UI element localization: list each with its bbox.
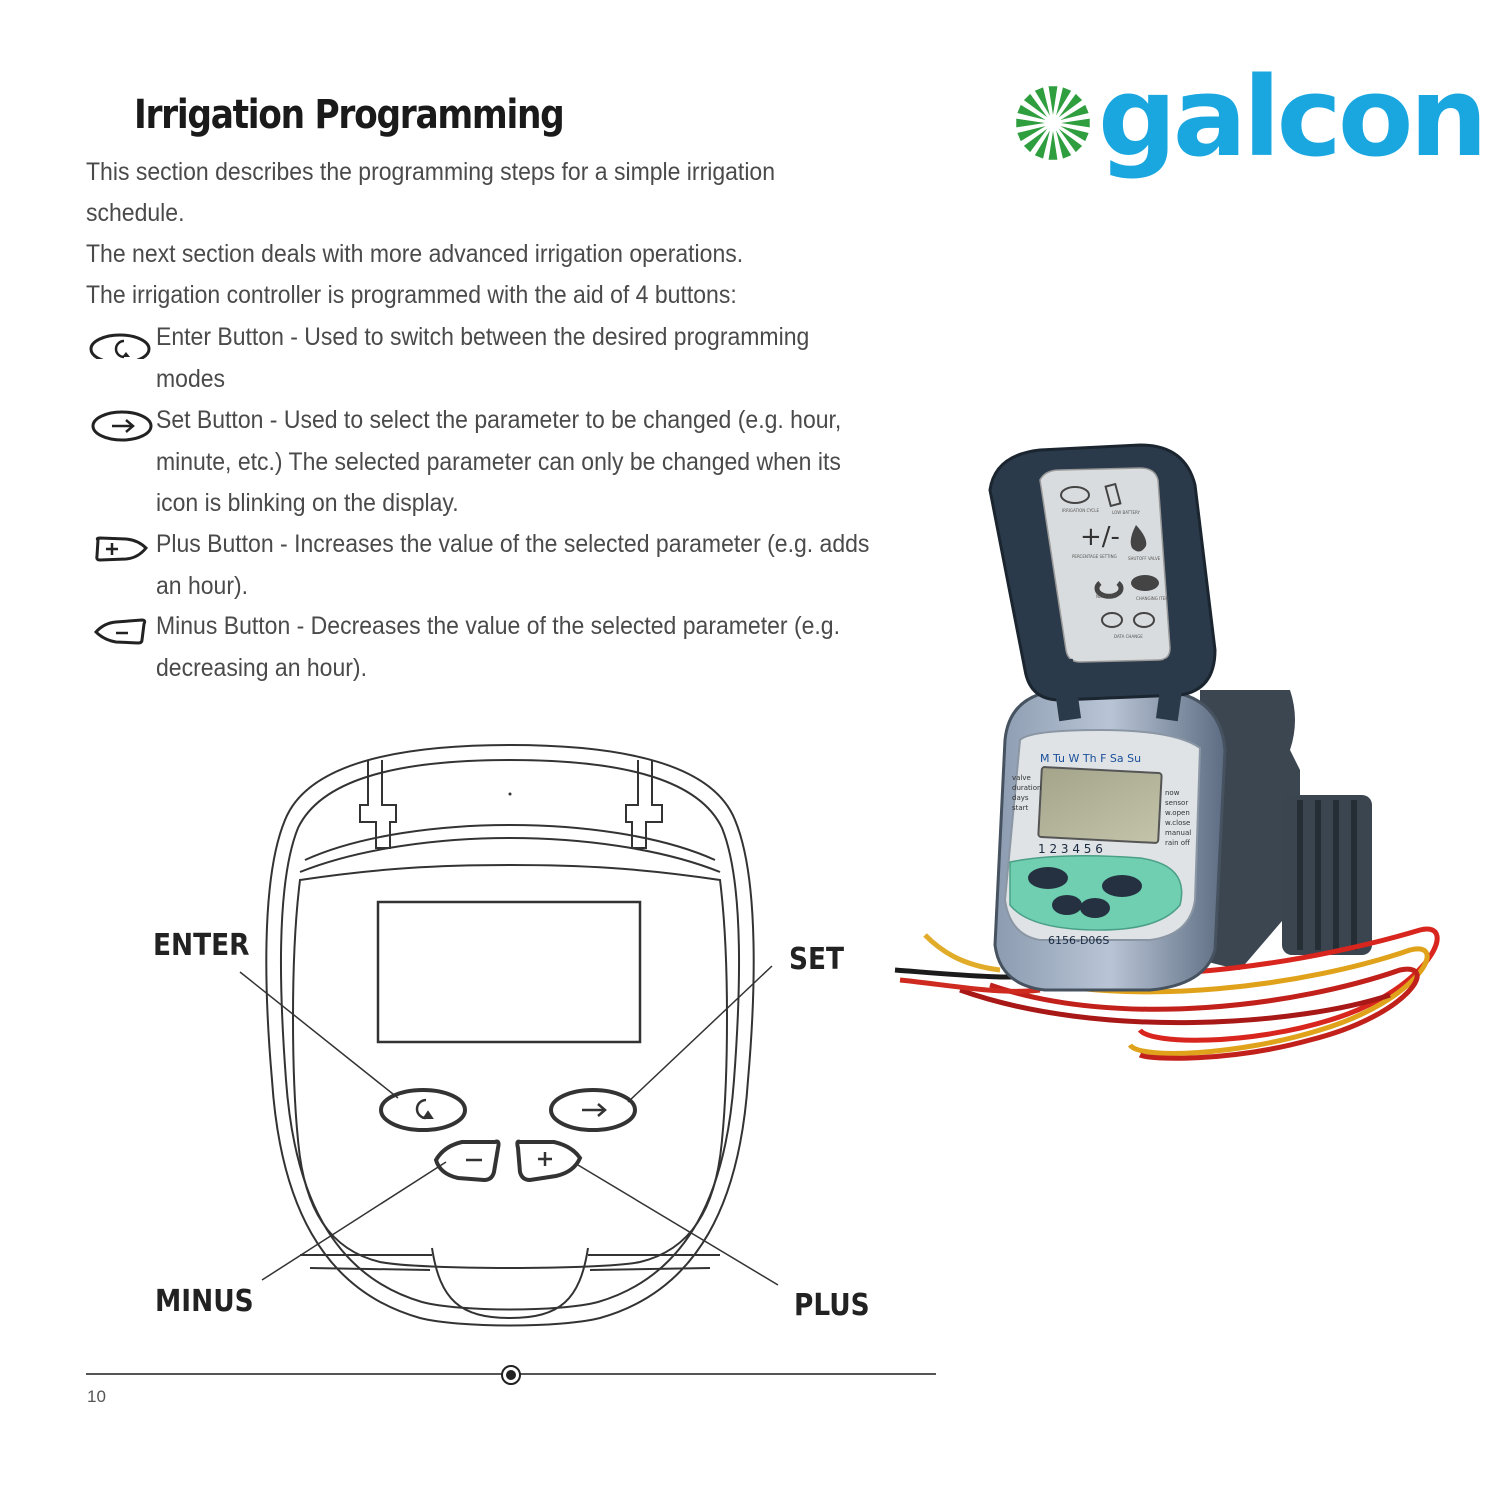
lid-label-7: DATA CHANGE [1114, 634, 1143, 639]
device-pipe-fitting [1200, 690, 1372, 970]
logo-ray [1060, 126, 1089, 142]
logo-ray [1056, 130, 1072, 159]
logo-ray [1048, 86, 1058, 115]
logo-ray [1058, 93, 1083, 118]
set-button-description: Set Button - Used to select the paramete… [86, 400, 946, 525]
diagram-front-panel [292, 863, 728, 1269]
logo-ray [1058, 128, 1083, 153]
minus-leader-line [261, 1161, 447, 1281]
logo-ray [1017, 126, 1046, 142]
logo-ray [1016, 118, 1045, 128]
plus-button-description: Plus Button - Increases the value of the… [86, 524, 946, 607]
enter-button-description: Enter Button - Used to switch between th… [86, 317, 946, 400]
diagram-enter-button [379, 1088, 467, 1132]
device-wires [894, 926, 1440, 1061]
device-left-label-4: start [1012, 804, 1029, 812]
device-buttons [1028, 867, 1142, 918]
lid-label-2: LOW BATTERY [1112, 510, 1140, 515]
minus-button-icon [93, 618, 147, 645]
plus-leader-line [577, 1164, 779, 1286]
device-right-label-2: sensor [1165, 799, 1188, 807]
diagram-display [376, 900, 642, 1044]
logo-ray [1034, 87, 1050, 116]
callout-enter: ENTER [153, 928, 250, 963]
page-title: Irrigation Programming [134, 92, 565, 138]
galcon-sun-logo-icon [1016, 86, 1090, 160]
footer-bullet-icon [501, 1365, 521, 1385]
intro-paragraph-3: The irrigation controller is programmed … [86, 281, 737, 309]
lid-label-1: IRRIGATION CYCLE [1062, 508, 1099, 513]
intro-paragraph-2: The next section deals with more advance… [86, 240, 744, 268]
lid-label-6: CHANGING ITEM [1136, 596, 1169, 601]
device-button-pad [1009, 855, 1183, 931]
callout-plus: PLUS [794, 1288, 870, 1323]
enter-button-icon [89, 333, 151, 359]
plus-button-icon [95, 536, 149, 562]
device-left-label-2: duration [1012, 784, 1041, 792]
diagram-minus-button [433, 1139, 501, 1183]
device-valve-numbers: 1 2 3 4 5 6 [1038, 842, 1103, 856]
logo-ray [1048, 131, 1058, 160]
plus-button-text: Plus Button - Increases the value of the… [156, 530, 870, 600]
set-button-text: Set Button - Used to select the paramete… [156, 406, 842, 517]
diagram-plus-button [515, 1139, 583, 1183]
logo-ray [1023, 93, 1048, 118]
controller-diagram [239, 743, 779, 1327]
lid-label-5: NEXT STEP [1096, 594, 1118, 599]
minus-button-description: Minus Button - Decreases the value of th… [86, 606, 946, 689]
enter-button-text: Enter Button - Used to switch between th… [156, 323, 810, 393]
set-button-icon [91, 410, 153, 442]
callout-set: SET [789, 942, 845, 977]
device-right-label-1: now [1165, 789, 1180, 797]
device-left-label-1: valve [1012, 774, 1031, 782]
lid-label-3: PERCENTAGE SETTING [1072, 554, 1117, 559]
device-days-text: M Tu W Th F Sa Su [1040, 752, 1141, 765]
logo-ray [1023, 128, 1048, 153]
logo-ray [1060, 104, 1089, 120]
device-right-label-4: w.close [1165, 819, 1190, 827]
device-photo: +/- M Tu W Th F Sa Su 1 2 3 4 5 6 6156-D… [894, 443, 1440, 1061]
logo-ray [1017, 104, 1046, 120]
diagram-outer-shell [265, 743, 755, 1327]
enter-leader-line [239, 971, 399, 1099]
set-leader-line [627, 965, 773, 1103]
logo-ray [1034, 130, 1050, 159]
device-lid-icons: +/- [1060, 482, 1159, 628]
device-right-label-5: manual [1165, 829, 1191, 837]
callout-minus: MINUS [155, 1284, 254, 1319]
minus-button-text: Minus Button - Decreases the value of th… [156, 612, 840, 682]
lid-label-4: SHUTOFF VALVE [1128, 556, 1161, 561]
device-lcd [1037, 766, 1163, 844]
device-right-label-6: rain off [1165, 839, 1190, 847]
svg-text:+/-: +/- [1080, 522, 1120, 552]
device-right-label-3: w.open [1165, 809, 1190, 817]
device-left-label-3: days [1012, 794, 1029, 802]
intro-paragraph-1: This section describes the programming s… [86, 158, 776, 227]
device-model-text: 6156-D06S [1048, 934, 1109, 947]
logo-ray [1061, 118, 1090, 128]
logo-ray [1056, 87, 1072, 116]
page-number: 10 [87, 1387, 106, 1406]
brand-logo-text: galcon [1098, 53, 1488, 181]
device-lid-label [1039, 467, 1171, 663]
diagram-set-button [549, 1088, 637, 1132]
